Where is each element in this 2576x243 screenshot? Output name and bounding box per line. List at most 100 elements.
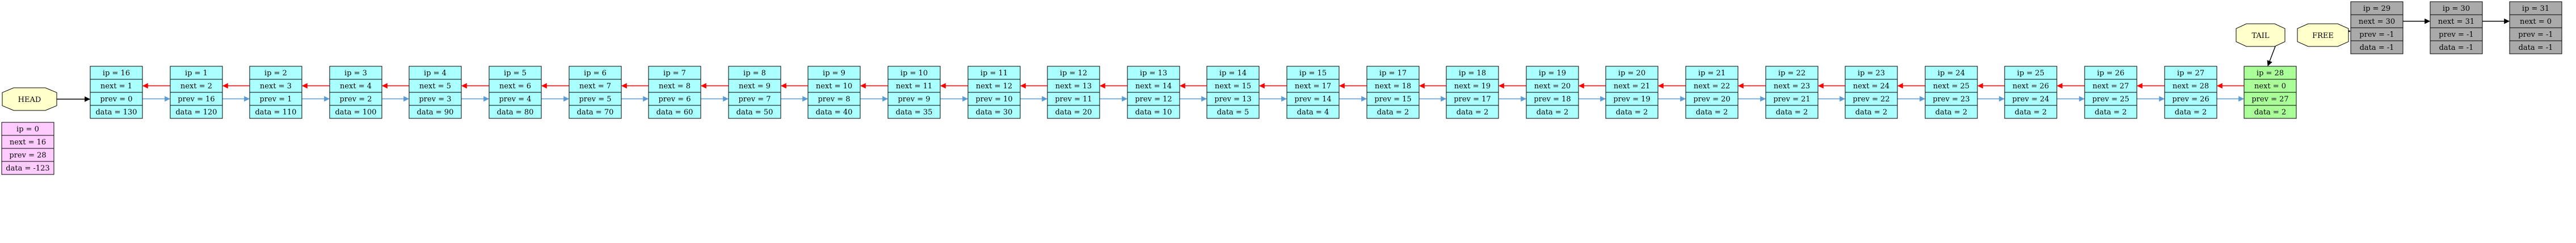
node-field-data: data = -1 [2360,44,2394,52]
node-field-ip: ip = 10 [900,69,928,78]
node-field-next: next = 31 [2438,18,2474,26]
free-label: FREE [2297,23,2349,47]
node-field-next: next = 18 [1375,82,1411,91]
node-field-ip: ip = 31 [2522,5,2549,13]
node-field-prev: prev = 24 [2012,95,2049,104]
node-field-data: data = 2 [2175,108,2207,117]
head-label-shape [2,87,57,111]
node-field-ip: ip = 28 [2257,69,2284,78]
node-field-next: next = 15 [1215,82,1251,91]
node-field-prev: prev = 7 [738,95,771,104]
node-field-prev: prev = 18 [1534,95,1571,104]
node-field-prev: prev = -1 [2359,31,2394,39]
node-field-prev: prev = 27 [2251,95,2288,104]
node-field-data: data = 2 [1457,108,1488,117]
node-field-data: data = 110 [255,108,296,117]
node-field-ip: ip = 11 [980,69,1008,78]
node-field-prev: prev = 2 [339,95,372,104]
node-field-ip: ip = 16 [103,69,130,78]
node-field-ip: ip = 0 [16,125,39,134]
node-field-next: next = 13 [1055,82,1092,91]
node-field-data: data = 5 [1217,108,1249,117]
node-field-prev: prev = -1 [2439,31,2473,39]
node-field-ip: ip = 25 [2017,69,2044,78]
node-field-prev: prev = 23 [1933,95,1969,104]
node-field-prev: prev = 26 [2172,95,2209,104]
node-field-next: next = 4 [340,82,372,91]
node-field-data: data = 4 [1297,108,1329,117]
node-field-ip: ip = 4 [424,69,447,78]
tail-label-text: TAIL [2251,32,2269,40]
node-field-data: data = 2 [1377,108,1409,117]
node-field-data: data = 30 [976,108,1013,117]
node-field-data: data = 35 [896,108,933,117]
node-field-data: data = 60 [656,108,693,117]
node-field-data: data = 50 [736,108,773,117]
node-field-prev: prev = 6 [658,95,691,104]
node-field-next: next = 12 [976,82,1012,91]
node-field-data: data = 2 [1935,108,1967,117]
node-field-next: next = 16 [10,138,46,147]
node-field-data: data = -1 [2519,44,2553,52]
node-field-ip: ip = 18 [1459,69,1486,78]
node-field-next: next = 22 [1694,82,1730,91]
node-field-prev: prev = 8 [818,95,850,104]
tail-arrow [2267,46,2276,66]
node-field-prev: prev = 14 [1294,95,1331,104]
node-field-ip: ip = 24 [1938,69,1965,78]
node-field-next: next = 23 [1774,82,1810,91]
node-field-next: next = 14 [1135,82,1172,91]
node-field-next: next = 17 [1295,82,1331,91]
node-field-prev: prev = -1 [2518,31,2553,39]
node-field-next: next = 11 [896,82,932,91]
node-field-ip: ip = 6 [584,69,607,78]
node-field-ip: ip = 1 [185,69,208,78]
node-field-ip: ip = 30 [2443,5,2470,13]
list-node: ip = 11 next = 12 prev = 10 data = 30 [967,66,1021,119]
node-field-ip: ip = 13 [1140,69,1167,78]
node-field-ip: ip = 14 [1219,69,1247,78]
node-field-ip: ip = 12 [1060,69,1087,78]
tail-node: ip = 28 next = 0 prev = 27 data = 2 [2244,66,2297,119]
node-field-data: data = 2 [2254,108,2286,117]
node-field-ip: ip = 26 [2097,69,2124,78]
edges [57,18,2510,102]
node-field-next: next = 19 [1454,82,1491,91]
node-field-prev: prev = 1 [259,95,292,104]
node-field-next: next = 0 [2254,82,2286,91]
list-node: ip = 24 next = 25 prev = 23 data = 2 [1925,66,1978,119]
node-field-prev: prev = 5 [579,95,611,104]
node-field-prev: prev = 10 [975,95,1012,104]
node-field-ip: ip = 15 [1299,69,1327,78]
node-field-next: next = 8 [659,82,691,91]
node-field-prev: prev = 0 [100,95,132,104]
head-label: HEAD [2,87,57,111]
node-field-data: data = 10 [1135,108,1172,117]
node-field-ip: ip = 9 [823,69,845,78]
node-field-prev: prev = 15 [1374,95,1411,104]
node-field-ip: ip = 17 [1379,69,1407,78]
node-field-next: next = 3 [260,82,292,91]
node-field-next: next = 25 [1933,82,1969,91]
node-field-prev: prev = 13 [1214,95,1251,104]
node-field-prev: prev = 3 [419,95,451,104]
node-field-data: data = 70 [577,108,614,117]
node-field-data: data = 80 [497,108,534,117]
node-field-ip: ip = 29 [2363,5,2390,13]
node-field-data: data = 130 [95,108,137,117]
node-field-data: data = 120 [175,108,217,117]
